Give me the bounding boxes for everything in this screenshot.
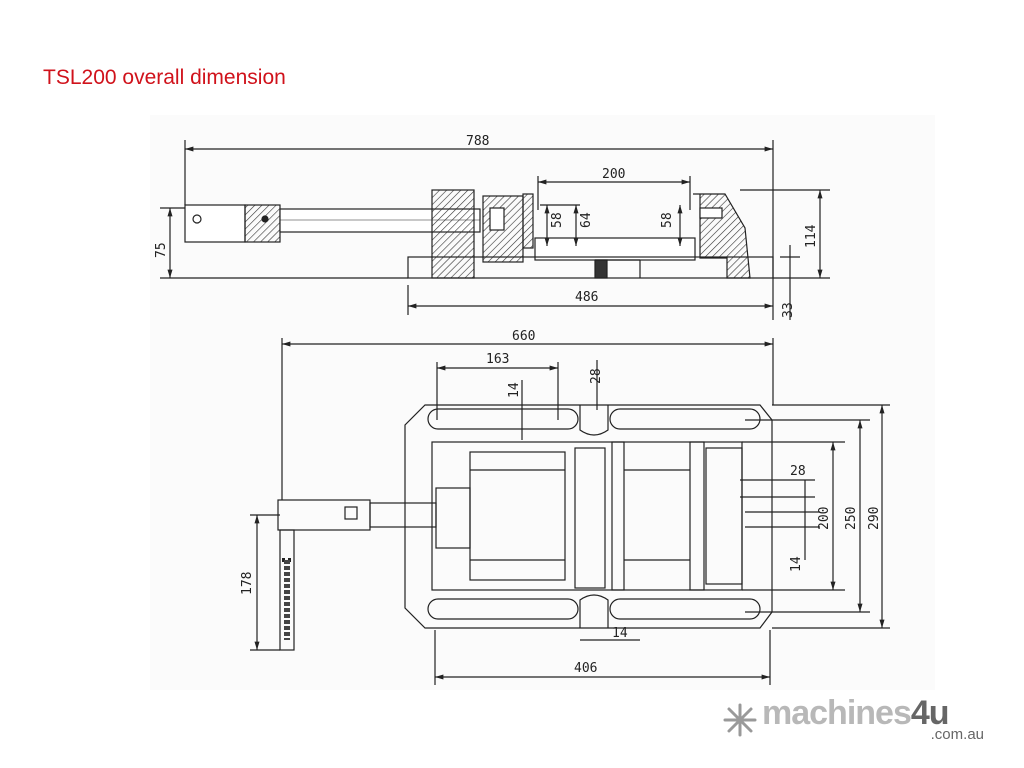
vise-base-outline <box>404 404 773 629</box>
dim-250: 250 <box>844 507 859 530</box>
dim-200-right: 200 <box>817 507 832 530</box>
machines4u-logo: machines4u .com.au <box>722 694 992 745</box>
dim-14-bottom: 14 <box>612 626 628 641</box>
logo-wordmark: machines4u <box>762 694 950 733</box>
logo-star-icon <box>723 703 757 737</box>
dim-28-top: 28 <box>589 368 604 384</box>
side-view <box>160 140 830 320</box>
dim-406: 406 <box>574 661 597 676</box>
dim-58-left: 58 <box>550 212 565 228</box>
slot-top-right <box>609 408 761 430</box>
page-title: TSL200 overall dimension <box>43 66 286 89</box>
drawing-paper <box>150 115 935 690</box>
dim-28-right: 28 <box>790 464 806 479</box>
dim-660: 660 <box>512 329 535 344</box>
dim-114: 114 <box>804 224 819 248</box>
dim-163: 163 <box>486 352 509 367</box>
top-view <box>250 338 890 685</box>
lead-screw <box>279 208 481 233</box>
base <box>407 256 774 279</box>
logo-brand: machines <box>762 694 912 732</box>
logo-domain: .com.au <box>930 726 984 743</box>
dim-290: 290 <box>867 507 882 530</box>
dim-75: 75 <box>154 242 169 258</box>
dim-14-right: 14 <box>789 556 804 572</box>
logo-brand-accent: 4u <box>910 694 950 732</box>
dim-486: 486 <box>575 290 598 305</box>
dim-58-right: 58 <box>660 212 675 228</box>
slot-bottom-left <box>427 598 579 620</box>
dim-788: 788 <box>466 134 489 149</box>
dim-178: 178 <box>240 572 255 595</box>
handle-grip <box>279 529 295 651</box>
fixed-block <box>431 189 475 279</box>
dim-200: 200 <box>602 167 625 182</box>
dim-33: 33 <box>781 302 796 318</box>
slot-bottom-right <box>609 598 761 620</box>
dim-64: 64 <box>579 212 594 228</box>
slot-top-left <box>427 408 579 430</box>
dim-14-top: 14 <box>507 382 522 398</box>
handle-end <box>184 204 246 243</box>
